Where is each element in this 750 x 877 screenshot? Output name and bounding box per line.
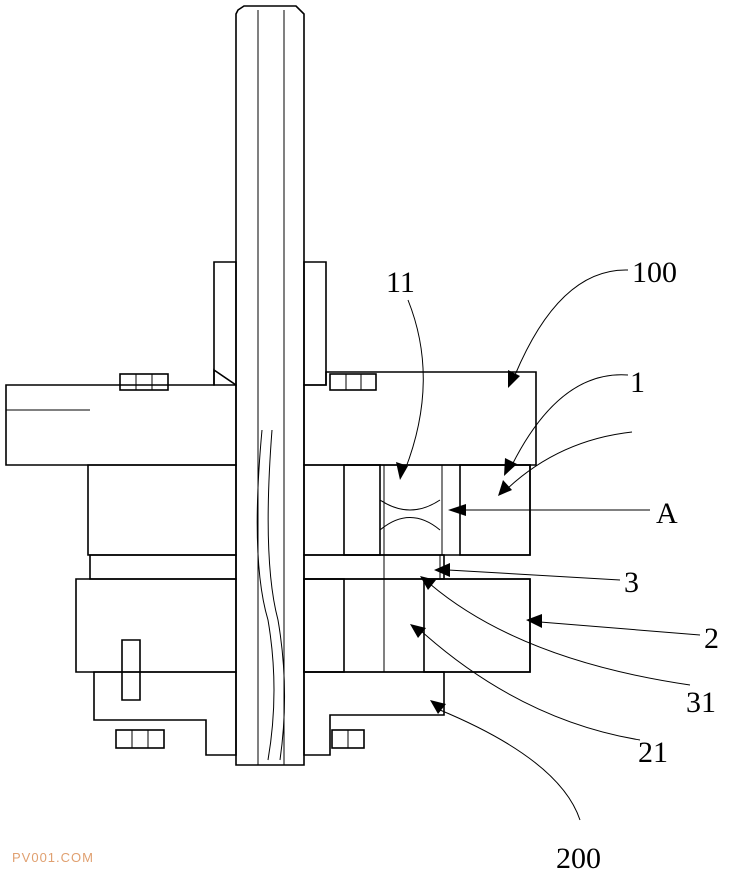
- watermark: PV001.COM: [12, 850, 94, 865]
- lower-plate-2: [75, 578, 531, 673]
- internal-spring: [256, 429, 286, 761]
- shaft: [235, 5, 305, 766]
- bottom-bolts: [115, 639, 365, 749]
- top-bolts: [119, 373, 377, 391]
- top-collar: [213, 261, 327, 386]
- label-100: 100: [632, 256, 677, 289]
- label-1: 1: [630, 366, 645, 399]
- label-2: 2: [704, 622, 719, 655]
- label-a: A: [656, 497, 678, 530]
- leader-lines: [396, 269, 701, 821]
- label-31: 31: [686, 686, 716, 719]
- reference-labels: 11 100 1 A 3 2 31 21 200: [386, 256, 719, 875]
- label-200: 200: [556, 842, 601, 875]
- label-3: 3: [624, 566, 639, 599]
- bottom-flange-200: [93, 671, 445, 756]
- spacer-plate-3: [89, 554, 445, 580]
- label-11: 11: [386, 266, 415, 299]
- label-21: 21: [638, 736, 668, 769]
